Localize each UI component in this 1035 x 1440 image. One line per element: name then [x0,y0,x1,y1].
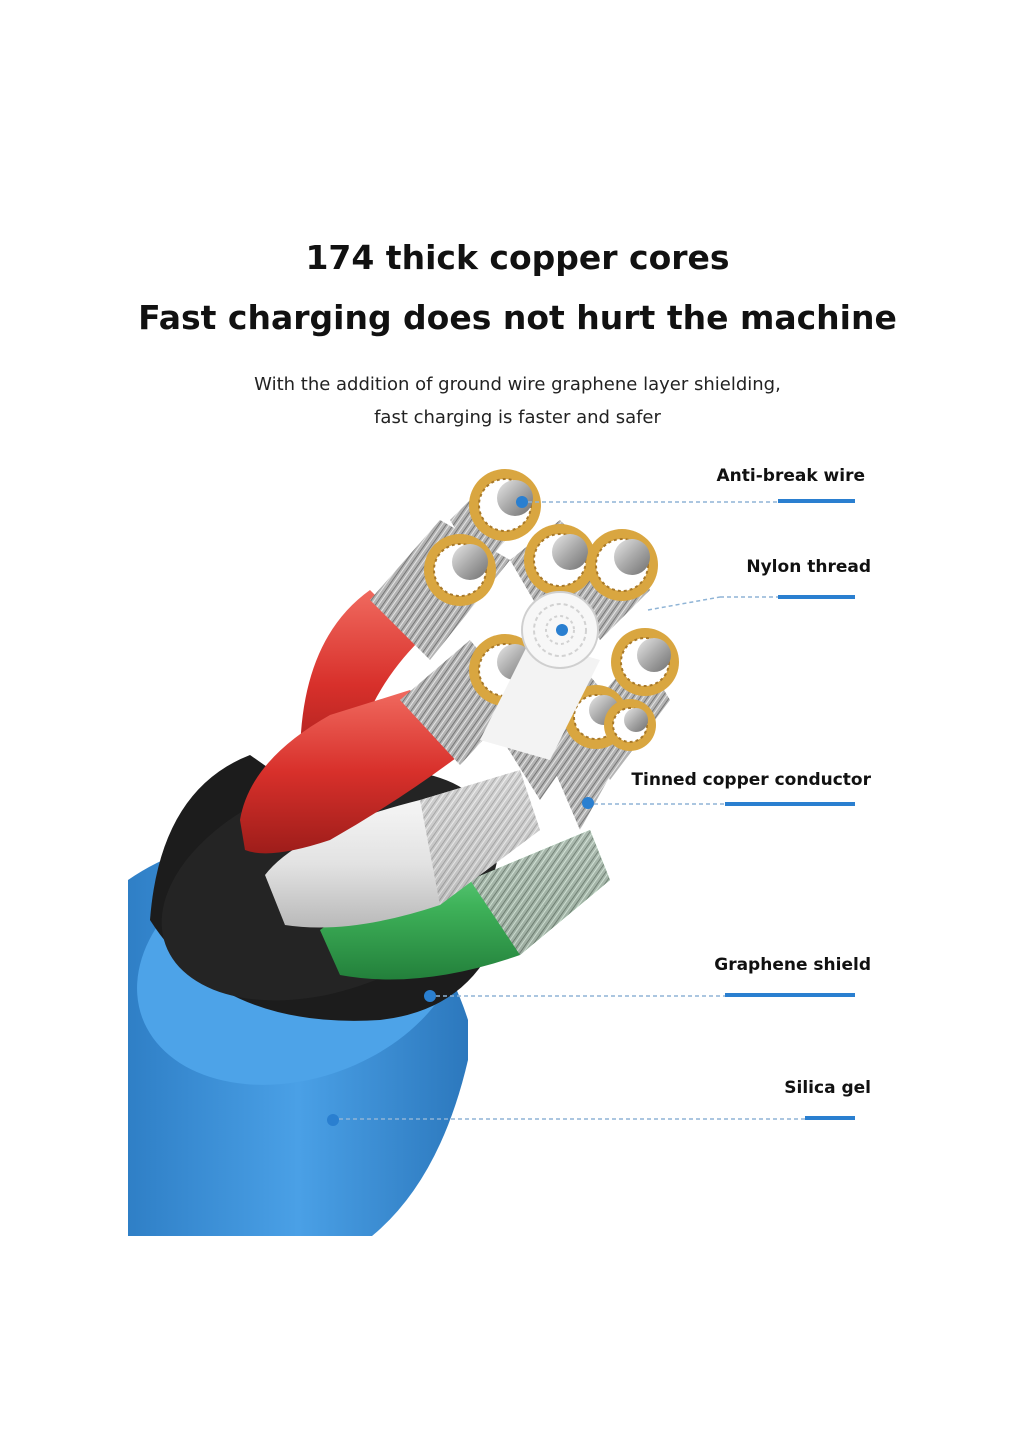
label-nylon-thread: Nylon thread [746,557,871,577]
green-wire [320,830,610,980]
subtitle-line-1: With the addition of ground wire graphen… [254,374,781,395]
label-graphene-shield: Graphene shield [714,955,871,975]
cable-cross-section-illustration [128,469,855,1236]
label-anti-break-wire: Anti-break wire [716,466,866,486]
leader-anti-break-wire [516,496,855,508]
leader-silica-gel [327,1114,855,1126]
headline-line-1: 174 thick copper cores [305,238,730,277]
label-silica-gel: Silica gel [784,1078,871,1098]
label-tinned-copper-conductor: Tinned copper conductor [631,770,871,790]
leader-tinned-copper-conductor [582,797,855,809]
leader-graphene-shield [424,990,855,1002]
leader-nylon-thread [556,595,855,636]
white-wire [265,770,540,928]
headline-line-2: Fast charging does not hurt the machine [138,298,897,337]
subtitle-line-2: fast charging is faster and safer [374,407,661,428]
